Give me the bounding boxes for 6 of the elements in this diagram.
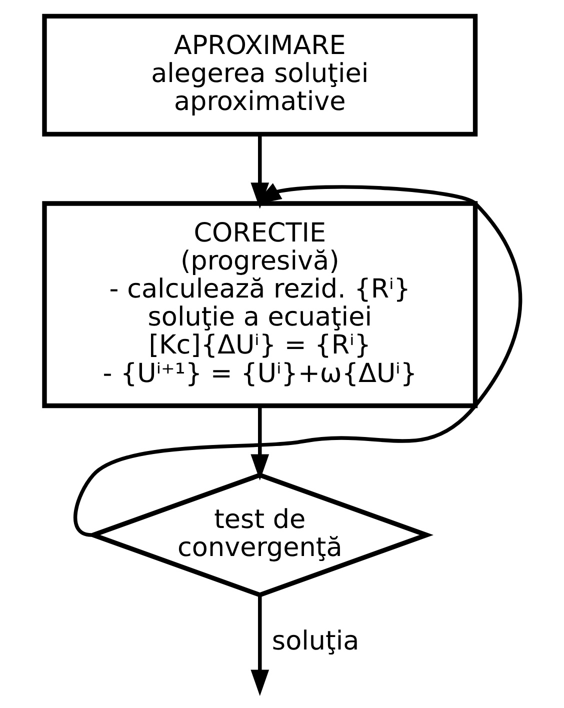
- arrow: [250, 594, 269, 696]
- arrow: [250, 134, 269, 209]
- node-box: CORECTIE (progresivă) - calculează rezid. {Rⁱ} soluţie a ecuaţiei [Kc]{ΔUⁱ} = {Rⁱ} - {Uⁱ⁺¹} = {Uⁱ}+ω{ΔUⁱ}: [42, 201, 478, 408]
- arrow: [250, 406, 269, 481]
- edge-label: soluţia: [271, 626, 359, 657]
- node-box: APROXIMARE alegerea soluţiei aproximative: [42, 14, 478, 137]
